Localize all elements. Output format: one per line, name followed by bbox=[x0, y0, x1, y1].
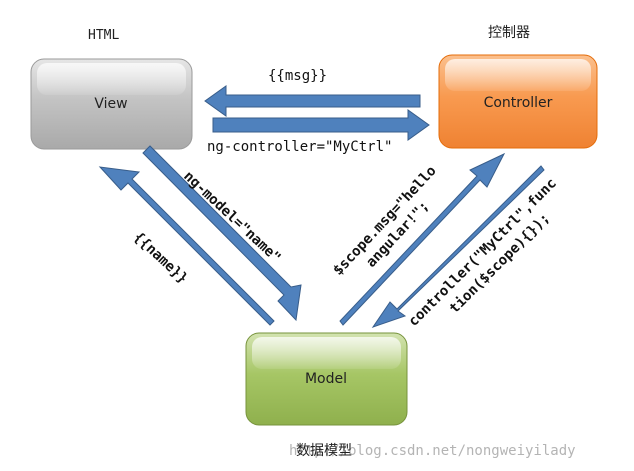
arrow-view-to-model bbox=[142, 145, 302, 322]
controller-label: Controller bbox=[484, 95, 553, 111]
watermark: http://blog.csdn.net/nongweiyilady bbox=[289, 443, 576, 459]
arrow-controller-to-model bbox=[371, 165, 545, 328]
model-box: Model bbox=[245, 332, 408, 426]
view-label: View bbox=[94, 96, 127, 112]
arrow-model-to-view bbox=[98, 166, 275, 326]
html-caption: HTML bbox=[88, 28, 119, 43]
name-binding-label: {{name}} bbox=[130, 229, 190, 287]
model-caption: 数据模型 bbox=[296, 443, 352, 459]
scope-msg-label-line1: $scope.msg="hello bbox=[330, 163, 439, 279]
controller-box: Controller bbox=[438, 54, 598, 149]
arrow-msg-to-view bbox=[204, 85, 421, 117]
model-label: Model bbox=[305, 371, 347, 387]
arrow-model-to-controller bbox=[339, 152, 506, 326]
arrow-view-to-controller bbox=[212, 109, 430, 141]
ng-controller-label: ng-controller="MyCtrl" bbox=[207, 139, 392, 155]
controller-func-label-line1: controller("MyCtrl",func bbox=[406, 175, 560, 329]
controller-caption: 控制器 bbox=[488, 25, 530, 41]
msg-binding-label: {{msg}} bbox=[268, 68, 327, 84]
view-box: View bbox=[30, 58, 193, 150]
